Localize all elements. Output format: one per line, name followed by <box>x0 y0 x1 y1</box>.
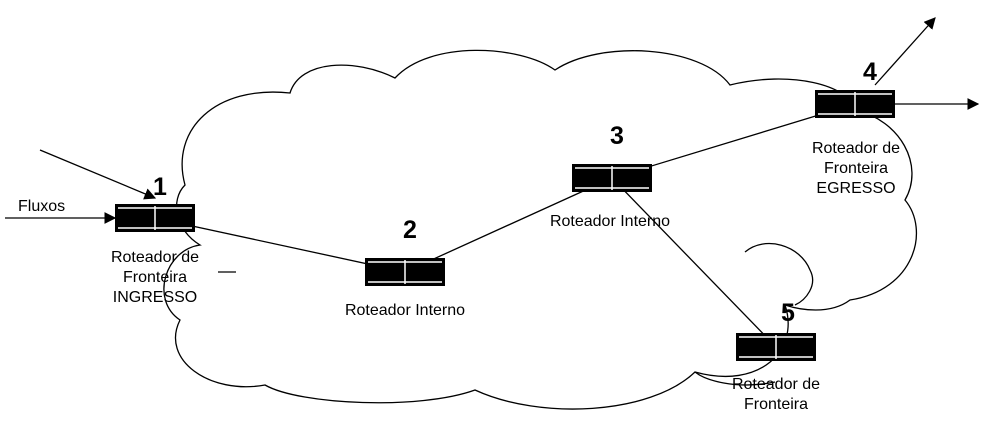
inbound-diagonal-arrow <box>39 149 157 200</box>
router-label-line: Roteador Interno <box>345 302 465 319</box>
router-number: 1 <box>153 173 167 201</box>
router-label-line: Roteador Interno <box>550 213 670 230</box>
links-layer <box>154 103 856 348</box>
router-number: 4 <box>863 58 877 86</box>
network-cloud <box>163 49 918 410</box>
link-3-4 <box>611 103 856 179</box>
link-1-2 <box>154 217 406 273</box>
inbound-flow-label: Fluxos <box>18 198 65 215</box>
router-label-line: Fronteira <box>744 396 808 413</box>
router-label-line: EGRESSO <box>816 180 895 197</box>
router-label-line: Roteador de <box>812 140 900 157</box>
outbound-diagonal-arrow <box>874 17 936 86</box>
cloud-bump <box>744 243 814 306</box>
router-number: 3 <box>610 122 624 150</box>
router-number: 5 <box>781 299 795 327</box>
router-label-line: Fronteira <box>123 269 187 286</box>
cloud-bump-lower <box>694 371 776 386</box>
link-3-5 <box>611 177 777 348</box>
router-label-line: Roteador de <box>111 249 199 266</box>
router-label-line: Fronteira <box>824 160 888 177</box>
router-number: 2 <box>403 216 417 244</box>
router-label-line: INGRESSO <box>113 289 197 306</box>
router-label-line: Roteador de <box>732 376 820 393</box>
link-2-3 <box>404 177 613 273</box>
